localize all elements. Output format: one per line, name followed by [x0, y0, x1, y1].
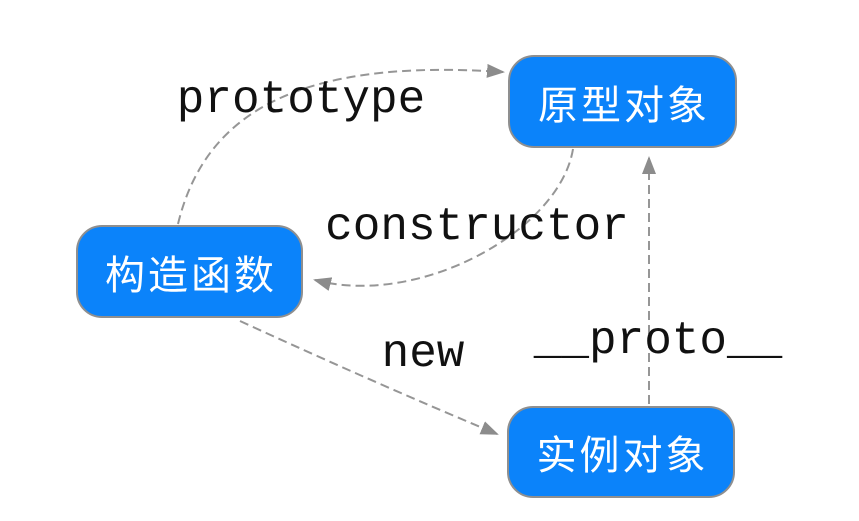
node-instance-object: 实例对象: [507, 406, 735, 498]
edge-label-prototype: prototype: [176, 74, 426, 126]
edge-prototype-line: [177, 63, 505, 225]
node-constructor-function: 构造函数: [76, 225, 303, 318]
edge-constructor-line: [313, 148, 574, 291]
edge-label-proto: __proto__: [533, 315, 783, 367]
node-prototype-object: 原型对象: [508, 55, 737, 148]
edge-new-line: [239, 320, 499, 435]
edge-label-constructor: constructor: [325, 201, 629, 253]
edge-label-new: new: [381, 328, 465, 380]
